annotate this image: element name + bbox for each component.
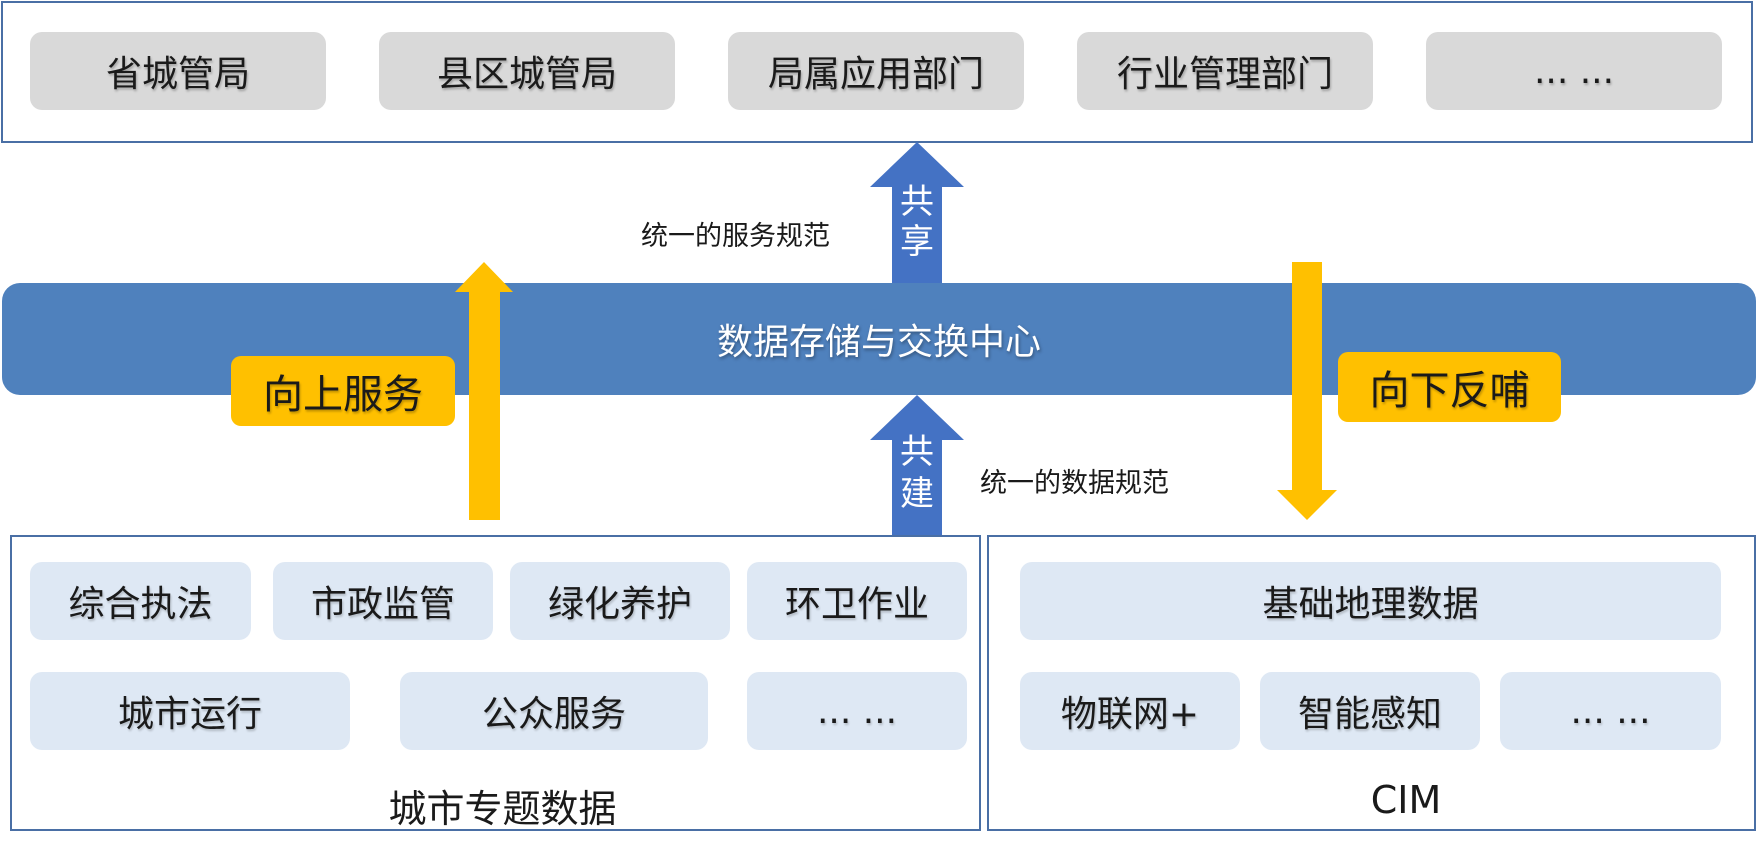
source-box-more-left: ... ... — [747, 672, 967, 750]
build-label-char-1: 共 — [900, 432, 934, 472]
source-box-sanitation: 环卫作业 — [747, 562, 967, 640]
source-box-municipal-supervision: 市政监管 — [273, 562, 493, 640]
consumer-box-county: 县区城管局 — [379, 32, 675, 110]
data-spec-note: 统一的数据规范 — [980, 468, 1169, 499]
source-box-greening: 绿化养护 — [510, 562, 730, 640]
source-box-public-service: 公众服务 — [400, 672, 708, 750]
share-arrow-shape — [870, 142, 964, 285]
consumer-box-bureau-apps: 局属应用部门 — [728, 32, 1024, 110]
source-box-iot: 物联网+ — [1020, 672, 1240, 750]
consumer-box-industry: 行业管理部门 — [1077, 32, 1373, 110]
build-label-char-2: 建 — [900, 474, 934, 514]
consumer-box-more: ... ... — [1426, 32, 1722, 110]
source-box-law-enforcement: 综合执法 — [30, 562, 251, 640]
build-arrow — [870, 395, 964, 535]
share-arrow — [870, 142, 964, 285]
down-feedback-arrow — [1277, 262, 1337, 520]
cim-caption: CIM — [1370, 778, 1442, 822]
up-service-arrow — [455, 262, 513, 520]
hub-label: 数据存储与交换中心 — [716, 322, 1041, 363]
source-box-more-right: ... ... — [1500, 672, 1721, 750]
source-box-basic-geodata: 基础地理数据 — [1020, 562, 1721, 640]
build-arrow-shape — [870, 395, 964, 535]
share-label-char-1: 共 — [900, 182, 934, 222]
share-label-char-2: 享 — [900, 222, 934, 262]
up-service-tag: 向上服务 — [231, 356, 455, 426]
service-spec-note: 统一的服务规范 — [641, 221, 830, 252]
city-thematic-data-caption: 城市专题数据 — [388, 787, 617, 831]
source-box-smart-sensing: 智能感知 — [1260, 672, 1480, 750]
up-service-arrow-shape — [455, 262, 513, 520]
down-feedback-arrow-shape — [1277, 262, 1337, 520]
source-box-city-operation: 城市运行 — [30, 672, 350, 750]
down-feedback-tag: 向下反哺 — [1338, 352, 1561, 422]
consumer-box-province: 省城管局 — [30, 32, 326, 110]
